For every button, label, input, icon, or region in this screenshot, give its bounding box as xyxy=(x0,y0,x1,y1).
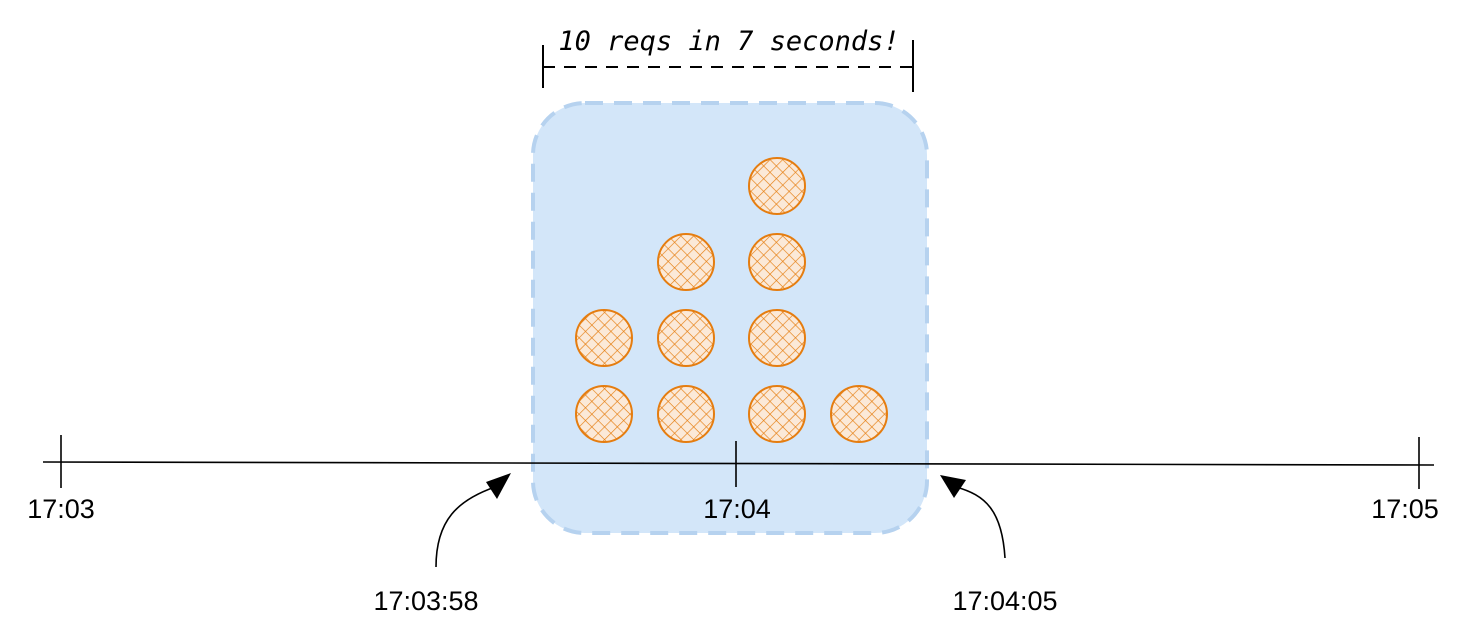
timeline xyxy=(42,435,1435,489)
window-start-arrow-icon xyxy=(435,473,511,568)
request-dot-icon xyxy=(748,157,806,215)
window-end-label: 17:04:05 xyxy=(952,586,1057,616)
request-dots xyxy=(575,157,888,443)
window-span-bracket xyxy=(542,40,914,92)
request-dot-icon xyxy=(575,385,633,443)
timeline-axis xyxy=(42,461,1435,466)
tick-label-17-03: 17:03 xyxy=(27,494,95,524)
window-start-label: 17:03:58 xyxy=(373,586,478,616)
rate-window-region xyxy=(531,101,929,535)
request-dot-icon xyxy=(575,309,633,367)
request-dot-icon xyxy=(657,309,715,367)
request-dot-icon xyxy=(748,309,806,367)
request-dot-icon xyxy=(657,233,715,291)
request-dot-icon xyxy=(748,233,806,291)
tick-label-17-04: 17:04 xyxy=(703,494,771,524)
request-dot-icon xyxy=(748,385,806,443)
request-dot-icon xyxy=(657,385,715,443)
window-annotation: 10 reqs in 7 seconds! xyxy=(558,26,899,57)
request-dot-icon xyxy=(830,385,888,443)
tick-label-17-05: 17:05 xyxy=(1371,494,1439,524)
window-end-arrow-icon xyxy=(940,475,1006,559)
